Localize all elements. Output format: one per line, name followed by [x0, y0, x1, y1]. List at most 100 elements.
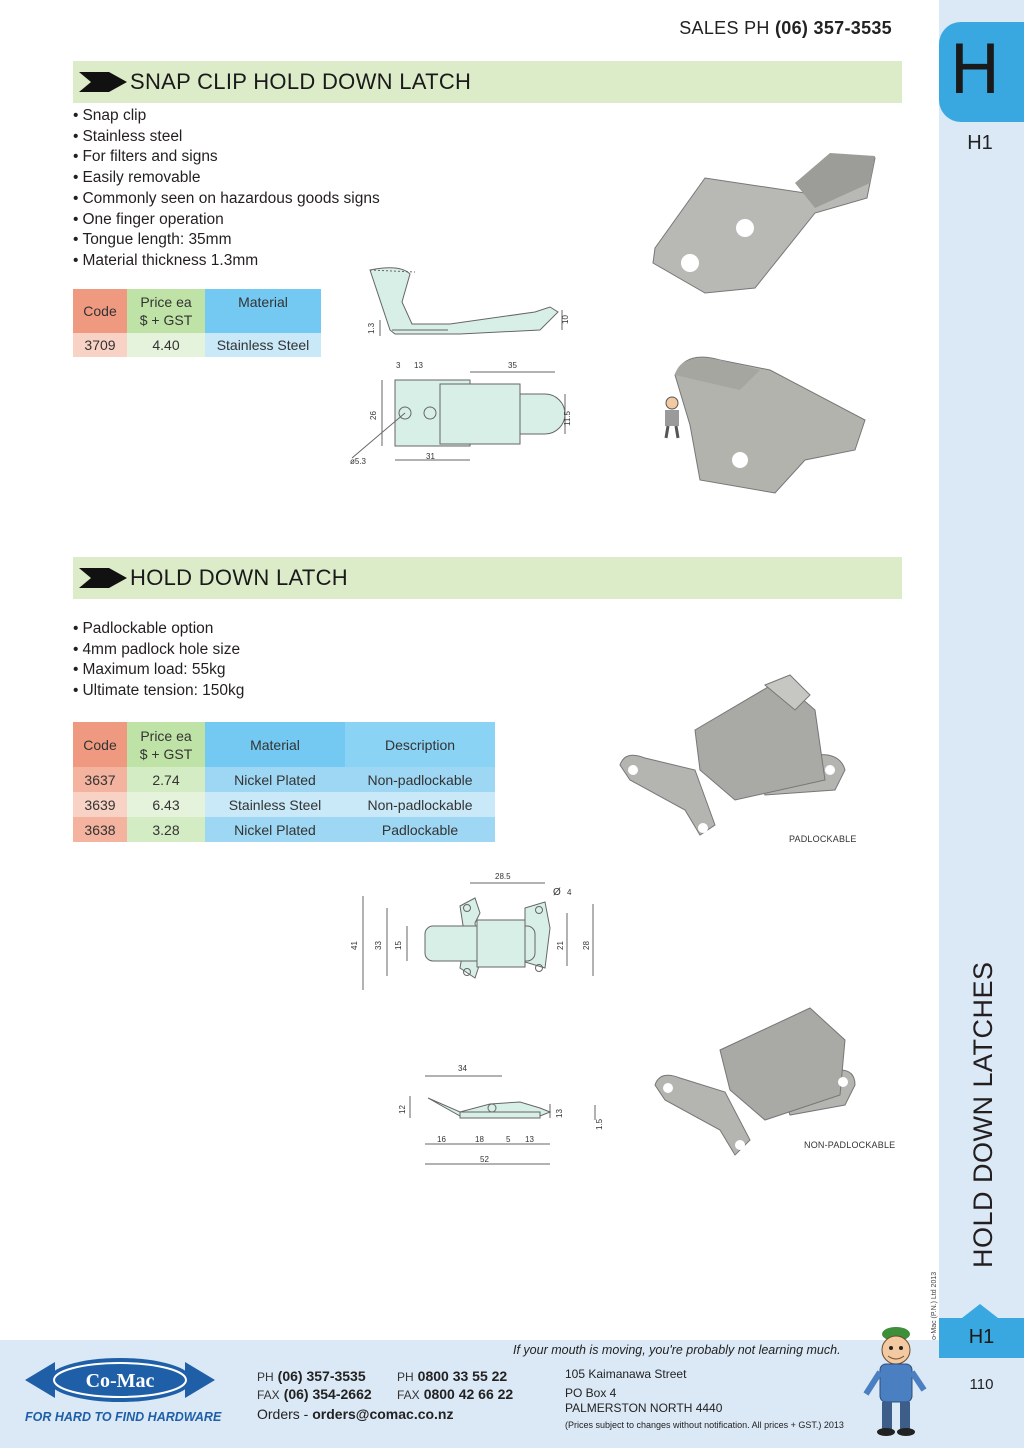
- cell-description: Non-padlockable: [345, 792, 495, 817]
- col-header-material: Material: [205, 289, 321, 333]
- table-row: 3638 3.28 Nickel Plated Padlockable: [73, 817, 495, 842]
- section-header-snap-clip: SNAP CLIP HOLD DOWN LATCH: [73, 61, 902, 103]
- section-code-bottom: H1: [968, 1326, 995, 1348]
- feature-item: Material thickness 1.3mm: [73, 251, 380, 272]
- orders-email-link[interactable]: orders@comac.co.nz: [312, 1406, 454, 1422]
- dim-label: 21: [556, 941, 565, 950]
- cell-material: Stainless Steel: [205, 792, 345, 817]
- address-pobox: PO Box 4: [565, 1386, 617, 1400]
- padlockable-latch-photo: [619, 674, 846, 836]
- dim-label: 10: [561, 315, 570, 324]
- feature-item: Padlockable option: [73, 619, 244, 640]
- cell-code: 3639: [73, 792, 127, 817]
- feature-list-hold-down: Padlockable option 4mm padlock hole size…: [73, 619, 244, 702]
- dim-label: 12: [398, 1105, 407, 1114]
- sales-phone[interactable]: (06) 357-3535: [775, 18, 892, 38]
- snap-clip-technical-drawing: 1.3 10 3 13 35 26 11.5 ø5.3 31: [350, 267, 572, 466]
- contact-fax: FAX(06) 354-2662: [257, 1386, 372, 1402]
- dim-label: 13: [414, 361, 423, 370]
- section-header-hold-down: HOLD DOWN LATCH: [73, 557, 902, 599]
- col-header-price: Price ea$ + GST: [127, 289, 205, 333]
- feature-item: Maximum load: 55kg: [73, 660, 244, 681]
- contact-phone: PH(06) 357-3535: [257, 1368, 366, 1384]
- section-code-top: H1: [967, 132, 993, 154]
- dim-label: 28: [582, 941, 591, 950]
- feature-item: Commonly seen on hazardous goods signs: [73, 189, 379, 210]
- cell-price: 6.43: [127, 792, 205, 817]
- cell-description: Padlockable: [345, 817, 495, 842]
- footer-slogan: FOR HARD TO FIND HARDWARE: [25, 1410, 222, 1424]
- hold-down-drawing-side-view: 34 12 13 1.5 16 18 5 13 52: [398, 1064, 604, 1165]
- dim-label: 3: [396, 361, 401, 370]
- dim-label: 52: [480, 1155, 489, 1164]
- mascot-illustration: [863, 1327, 927, 1436]
- label-non-padlockable: NON-PADLOCKABLE: [804, 1140, 896, 1150]
- cell-price: 4.40: [127, 333, 205, 357]
- price-table-snap-clip: Code Price ea$ + GST Material 3709 4.40 …: [73, 289, 321, 357]
- feature-item: Ultimate tension: 150kg: [73, 681, 244, 702]
- dim-label: 34: [458, 1064, 467, 1073]
- dim-label: 41: [350, 941, 359, 950]
- footer-tagline: If your mouth is moving, you're probably…: [513, 1343, 841, 1357]
- side-tab-strip: [939, 0, 1024, 1340]
- table-row: 3709 4.40 Stainless Steel: [73, 333, 321, 357]
- page-number: 110: [969, 1376, 994, 1393]
- bottom-tab-notch: [962, 1304, 998, 1318]
- dim-label: Ø: [553, 887, 561, 898]
- col-header-material: Material: [205, 722, 345, 767]
- price-disclaimer: (Prices subject to changes without notif…: [565, 1420, 844, 1430]
- section-tab-h[interactable]: [939, 22, 1024, 122]
- address-street: 105 Kaimanawa Street: [565, 1367, 687, 1381]
- table-row: 3637 2.74 Nickel Plated Non-padlockable: [73, 767, 495, 792]
- dim-label: 31: [426, 452, 435, 461]
- feature-item: One finger operation: [73, 210, 380, 231]
- dim-label: 28.5: [495, 872, 511, 881]
- cell-code: 3709: [73, 333, 127, 357]
- dim-label: 1.3: [367, 322, 376, 334]
- section-title: HOLD DOWN LATCH: [130, 565, 348, 590]
- hold-down-drawing-top-view: 28.5 Ø 4 41 33 15 21 28: [350, 872, 594, 990]
- cell-description: Non-padlockable: [345, 767, 495, 792]
- col-header-code: Code: [73, 289, 127, 333]
- dim-label: 1.5: [595, 1118, 604, 1130]
- dim-label: 13: [555, 1109, 564, 1118]
- feature-item: Easily removable: [73, 168, 380, 189]
- dim-label: 11.5: [563, 410, 572, 426]
- mascot-small-icon: [664, 396, 680, 439]
- dim-label: 5: [506, 1135, 511, 1144]
- dim-label: 16: [437, 1135, 446, 1144]
- section-tab-letter: H: [949, 31, 1001, 110]
- snap-clip-photo-bottom: [674, 356, 866, 494]
- dim-label: 15: [394, 941, 403, 950]
- cell-material: Nickel Plated: [205, 767, 345, 792]
- logo-text: Co-Mac: [86, 1370, 155, 1392]
- dim-label: 26: [369, 411, 378, 420]
- dim-label: 13: [525, 1135, 534, 1144]
- snap-clip-photo-top: [652, 153, 876, 294]
- dim-label: 33: [374, 941, 383, 950]
- col-header-price: Price ea$ + GST: [127, 722, 205, 767]
- cell-material: Stainless Steel: [205, 333, 321, 357]
- arrow-right-icon: [79, 568, 127, 588]
- dim-label: 35: [508, 361, 517, 370]
- cell-code: 3637: [73, 767, 127, 792]
- col-header-code: Code: [73, 722, 127, 767]
- cell-price: 3.28: [127, 817, 205, 842]
- dim-label: ø5.3: [350, 457, 367, 466]
- sales-phone-header: SALES PH (06) 357-3535: [679, 18, 892, 39]
- arrow-right-icon: [79, 72, 127, 92]
- table-row: 3639 6.43 Stainless Steel Non-padlockabl…: [73, 792, 495, 817]
- cell-code: 3638: [73, 817, 127, 842]
- feature-list-snap-clip: Snap clip Stainless steel For filters an…: [73, 106, 380, 272]
- bottom-tab-bar[interactable]: [939, 1318, 1024, 1358]
- feature-item: 4mm padlock hole size: [73, 640, 244, 661]
- comac-logo[interactable]: Co-Mac: [20, 1350, 220, 1440]
- col-header-description: Description: [345, 722, 495, 767]
- cell-material: Nickel Plated: [205, 817, 345, 842]
- price-table-hold-down: Code Price ea$ + GST Material Descriptio…: [73, 722, 495, 842]
- sales-label: SALES PH: [679, 18, 770, 38]
- label-padlockable: PADLOCKABLE: [789, 834, 857, 844]
- address-city: PALMERSTON NORTH 4440: [565, 1401, 723, 1415]
